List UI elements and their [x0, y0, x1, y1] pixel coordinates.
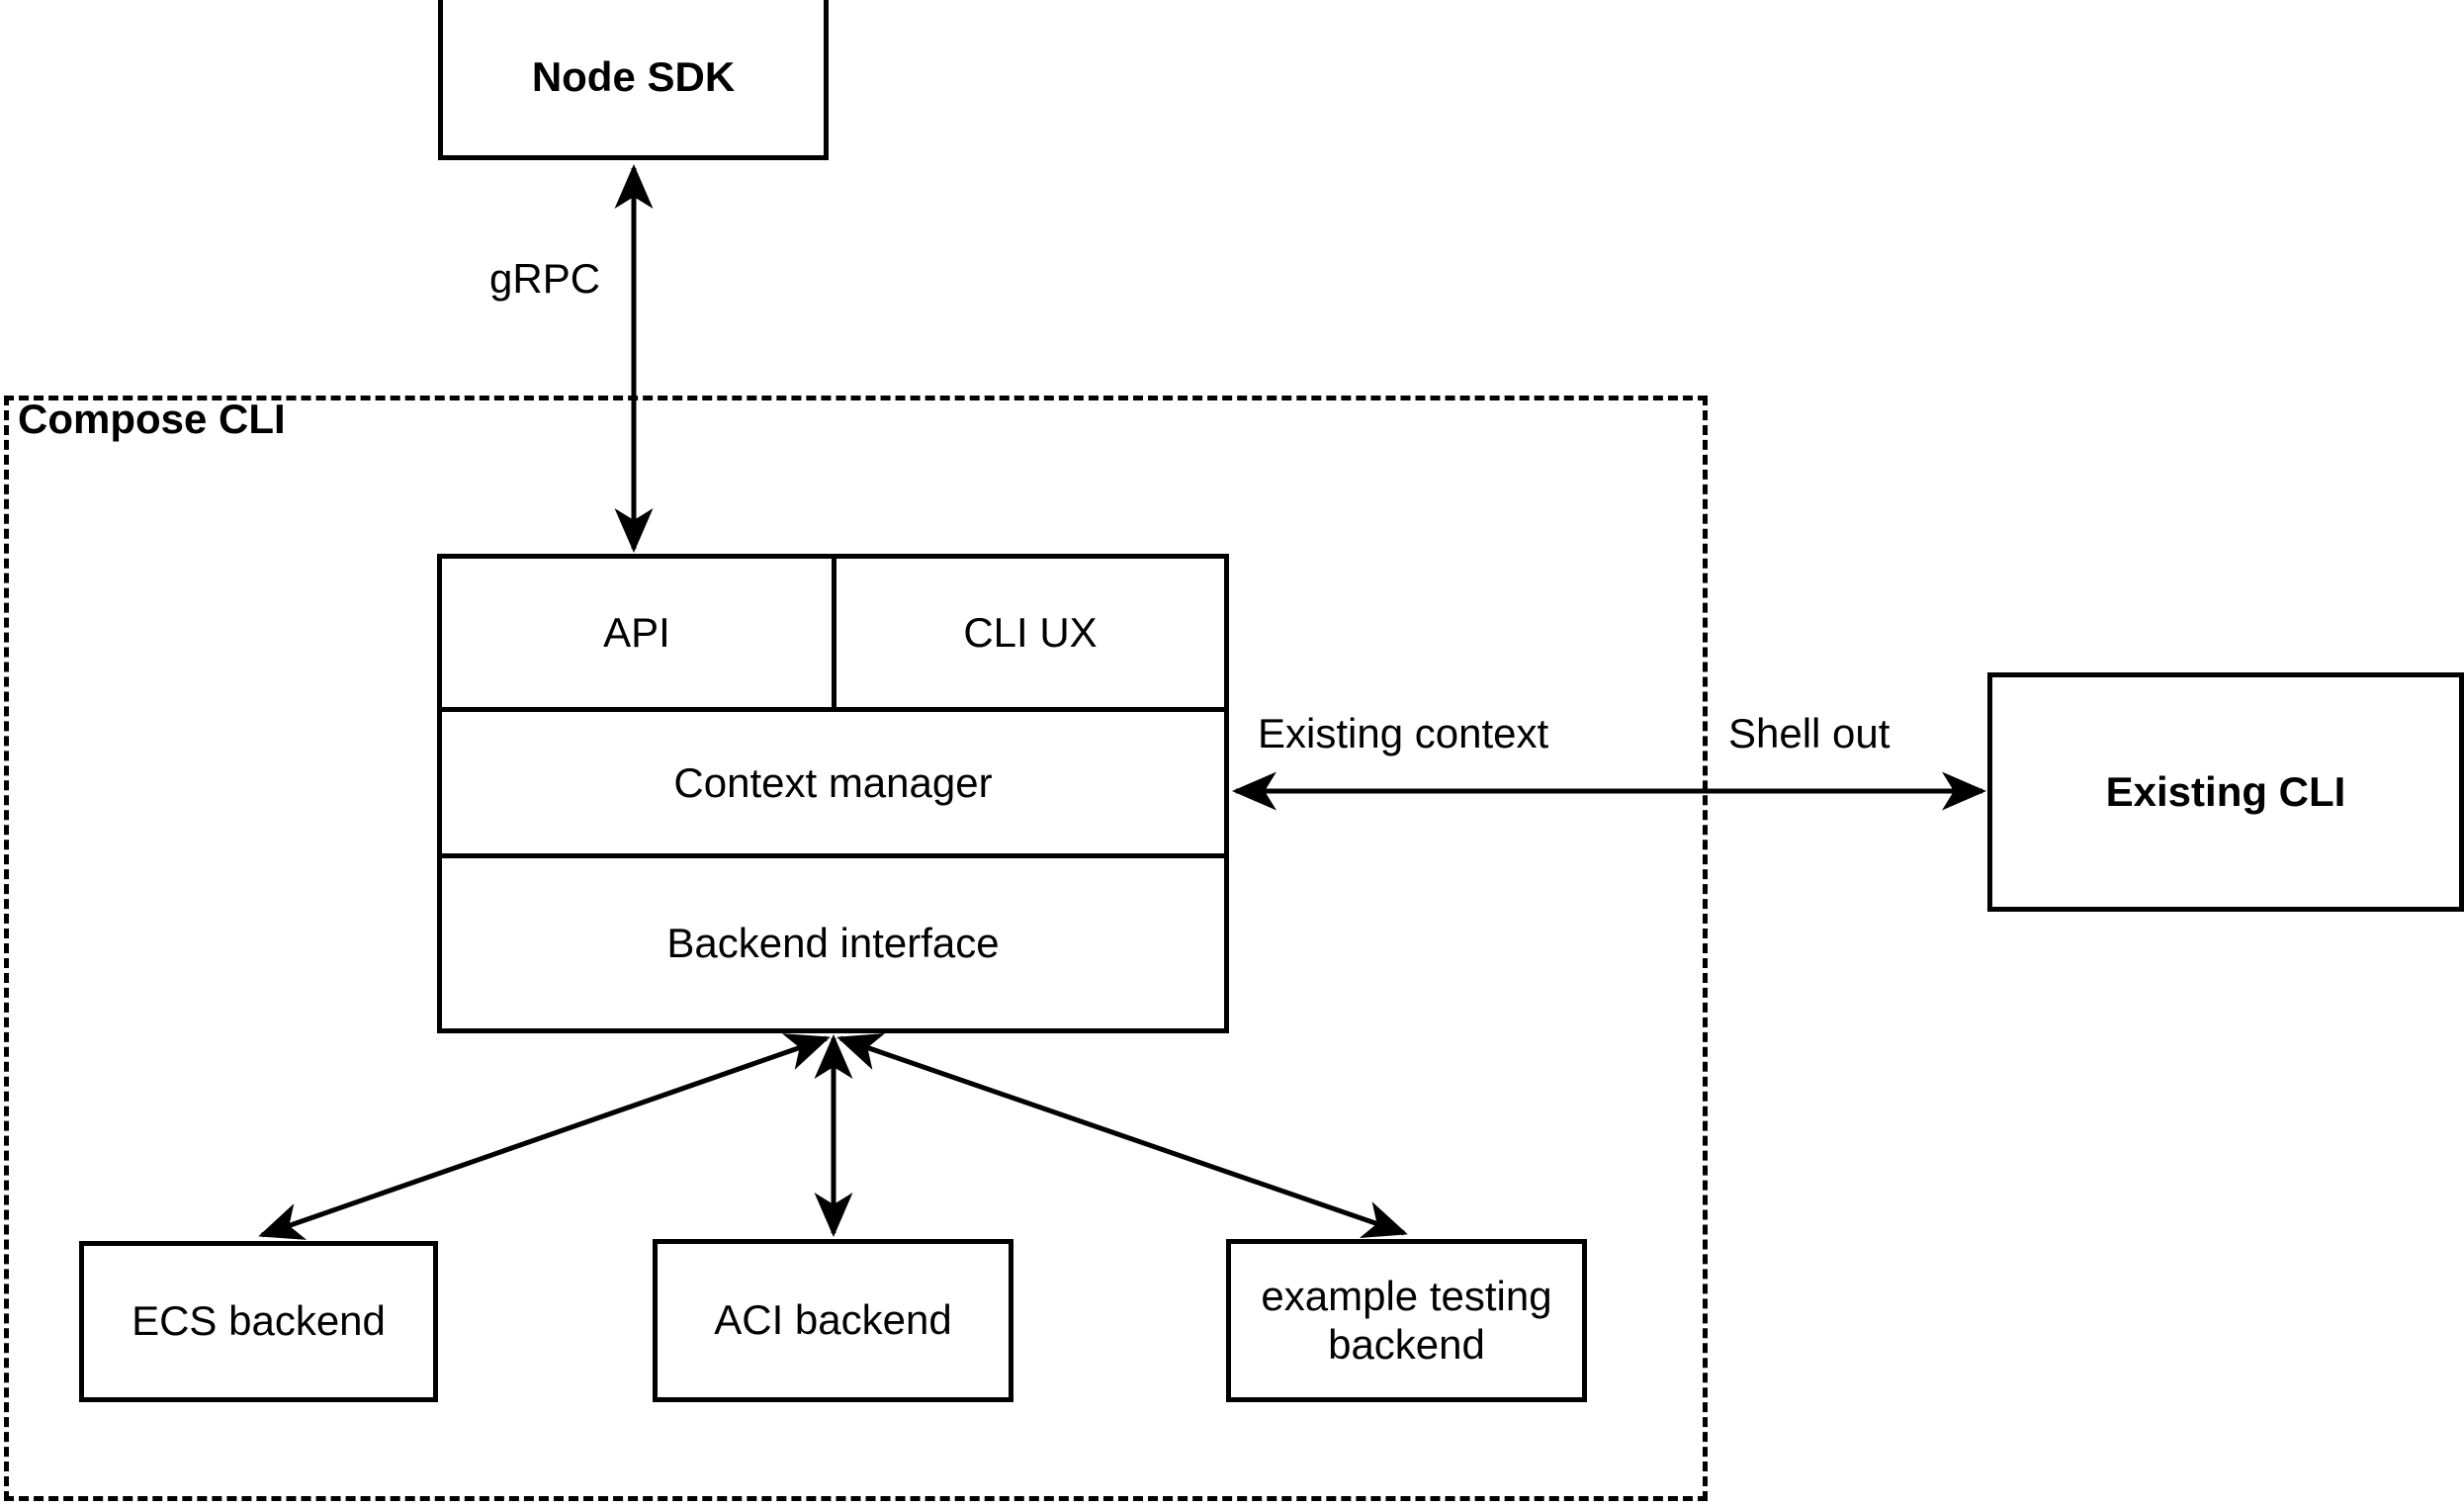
stack-cell-context-manager[interactable]: Context manager [673, 758, 993, 806]
compose-cli-boundary [4, 396, 1708, 1501]
stack-row-backend-interface: Backend interface [442, 858, 1224, 1028]
stack-row-api-cliux: API CLI UX [442, 559, 1224, 712]
existing-cli-label: Existing CLI [2105, 767, 2346, 815]
node-sdk-box[interactable]: Node SDK [438, 0, 829, 160]
ecs-backend-label: ECS backend [132, 1297, 386, 1345]
compose-cli-stack: API CLI UX Context manager Backend inter… [437, 554, 1229, 1033]
compose-cli-title: Compose CLI [18, 396, 286, 442]
stack-cell-backend-interface[interactable]: Backend interface [666, 920, 1000, 966]
aci-backend-label: ACI backend [714, 1296, 952, 1344]
grpc-edge-label: gRPC [489, 255, 601, 302]
shell-out-edge-label: Shell out [1728, 710, 1891, 756]
existing-context-edge-label: Existing context [1258, 710, 1549, 756]
node-sdk-label: Node SDK [531, 53, 736, 101]
example-testing-backend-box[interactable]: example testing backend [1226, 1239, 1587, 1402]
stack-cell-api[interactable]: API [442, 559, 836, 707]
stack-cell-cli-ux[interactable]: CLI UX [963, 609, 1098, 656]
aci-backend-box[interactable]: ACI backend [653, 1239, 1013, 1402]
stack-row-context-manager: Context manager [442, 712, 1224, 858]
ecs-backend-box[interactable]: ECS backend [79, 1241, 438, 1402]
example-testing-backend-label: example testing backend [1261, 1273, 1552, 1368]
existing-cli-box[interactable]: Existing CLI [1987, 672, 2464, 912]
